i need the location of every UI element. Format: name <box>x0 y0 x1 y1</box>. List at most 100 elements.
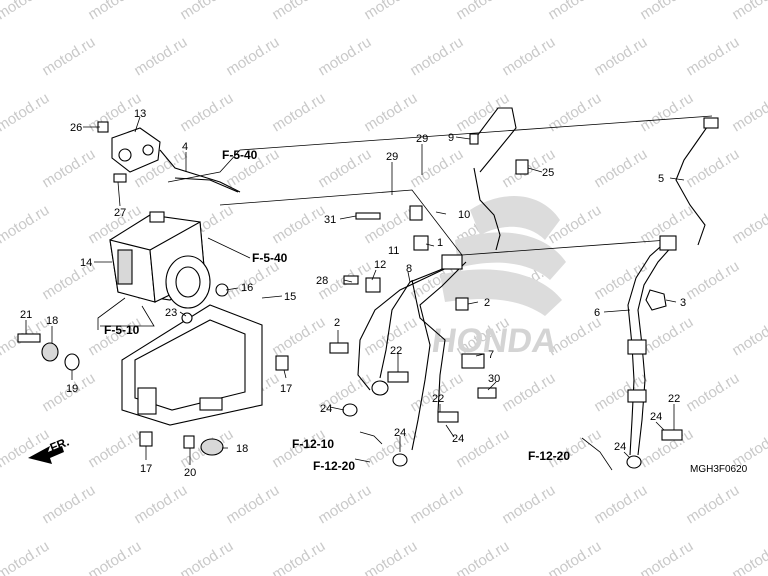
watermark-text: motod.ru <box>0 202 52 248</box>
watermark-text: motod.ru <box>729 0 768 23</box>
watermark-text: motod.ru <box>0 0 52 23</box>
watermark-text: motod.ru <box>361 0 420 23</box>
watermark-text: motod.ru <box>315 482 374 528</box>
watermark-text: motod.ru <box>545 90 604 136</box>
callout-6: 6 <box>594 307 600 319</box>
watermark-text: motod.ru <box>545 0 604 23</box>
watermark-text: motod.ru <box>407 482 466 528</box>
watermark-text: motod.ru <box>637 538 696 576</box>
callout-2-left: 2 <box>334 317 340 329</box>
callout-14: 14 <box>80 257 92 269</box>
callout-25: 25 <box>542 167 554 179</box>
watermark-text: motod.ru <box>453 0 512 23</box>
watermark-text: motod.ru <box>499 34 558 80</box>
callout-29-left: 29 <box>386 151 398 163</box>
watermark-text: motod.ru <box>223 34 282 80</box>
callout-21: 21 <box>20 309 32 321</box>
watermark-text: motod.ru <box>729 314 768 360</box>
watermark-text: motod.ru <box>39 34 98 80</box>
watermark-text: motod.ru <box>729 538 768 576</box>
watermark-text: motod.ru <box>729 202 768 248</box>
watermark-text: motod.ru <box>85 426 144 472</box>
callout-24-lower: 24 <box>394 427 406 439</box>
watermark-text: motod.ru <box>683 370 742 416</box>
watermark-text: motod.ru <box>269 202 328 248</box>
watermark-text: motod.ru <box>591 482 650 528</box>
watermark-text: motod.ru <box>683 258 742 304</box>
callout-24-left: 24 <box>320 403 332 415</box>
watermark-text: motod.ru <box>637 90 696 136</box>
watermark-text: motod.ru <box>361 426 420 472</box>
callout-18-left: 18 <box>46 315 58 327</box>
watermark-text: motod.ru <box>407 146 466 192</box>
callout-29-right: 29 <box>416 133 428 145</box>
callout-15: 15 <box>284 291 296 303</box>
callout-19: 19 <box>66 383 78 395</box>
watermark-text: motod.ru <box>39 482 98 528</box>
callout-22-center: 22 <box>390 345 402 357</box>
watermark-text: motod.ru <box>315 146 374 192</box>
callout-30: 30 <box>488 373 500 385</box>
center-brake-lines <box>329 107 529 467</box>
watermark-text: motod.ru <box>269 538 328 576</box>
callout-23: 23 <box>165 307 177 319</box>
watermark-text: motod.ru <box>177 0 236 23</box>
abs-modulator <box>109 211 211 309</box>
brand-logo: HONDA <box>429 196 566 360</box>
callout-7: 7 <box>488 349 494 361</box>
watermark-text: motod.ru <box>361 538 420 576</box>
callout-26: 26 <box>70 122 82 134</box>
watermark-text: motod.ru <box>269 0 328 23</box>
watermark-text: motod.ru <box>683 34 742 80</box>
abs-bracket <box>121 283 289 447</box>
watermark-text: motod.ru <box>683 146 742 192</box>
watermark-text: motod.ru <box>223 482 282 528</box>
watermark-text: motod.ru <box>315 34 374 80</box>
ref-f12-20-center: F-12-20 <box>313 459 355 473</box>
callout-4: 4 <box>182 141 188 153</box>
callout-27: 27 <box>114 207 126 219</box>
callout-16: 16 <box>241 282 253 294</box>
watermark-text: motod.ru <box>683 482 742 528</box>
watermark-text: motod.ru <box>131 34 190 80</box>
watermark-text: motod.ru <box>545 538 604 576</box>
watermark-text: motod.ru <box>269 90 328 136</box>
ref-f12-20-right: F-12-20 <box>528 449 570 463</box>
callout-2-center: 2 <box>484 297 490 309</box>
callout-11: 11 <box>388 245 399 257</box>
watermark-text: motod.ru <box>499 482 558 528</box>
callout-24-center: 24 <box>452 433 464 445</box>
brand-text: HONDA <box>429 322 559 360</box>
ref-f5-10: F-5-10 <box>104 323 140 337</box>
callout-17-bottom: 17 <box>140 463 152 475</box>
callout-12: 12 <box>374 259 386 271</box>
reference-lines <box>97 115 713 471</box>
callout-22-right: 22 <box>668 393 680 405</box>
watermark-text: motod.ru <box>177 538 236 576</box>
callout-24-right-lower: 24 <box>614 441 626 453</box>
ref-f12-10: F-12-10 <box>292 437 334 451</box>
watermark-text: motod.ru <box>177 90 236 136</box>
callout-3: 3 <box>680 297 686 309</box>
watermark-text: motod.ru <box>131 482 190 528</box>
callout-20: 20 <box>184 467 196 479</box>
diagram-code: MGH3F0620 <box>690 464 748 475</box>
watermark-text: motod.ru <box>591 146 650 192</box>
watermark-text: motod.ru <box>269 314 328 360</box>
front-arrow: FR. <box>28 435 71 464</box>
callout-1: 1 <box>437 237 443 249</box>
callout-10: 10 <box>458 209 470 221</box>
watermark-text: motod.ru <box>499 370 558 416</box>
callout-5: 5 <box>658 173 664 185</box>
callout-17-right: 17 <box>280 383 292 395</box>
watermark-text: motod.ru <box>361 90 420 136</box>
callout-9: 9 <box>448 132 454 144</box>
callout-18-bottom: 18 <box>236 443 248 455</box>
front-arrow-label: FR. <box>48 435 71 455</box>
callout-28: 28 <box>316 275 328 287</box>
watermark-text: motod.ru <box>637 0 696 23</box>
callout-leaders <box>25 116 685 465</box>
